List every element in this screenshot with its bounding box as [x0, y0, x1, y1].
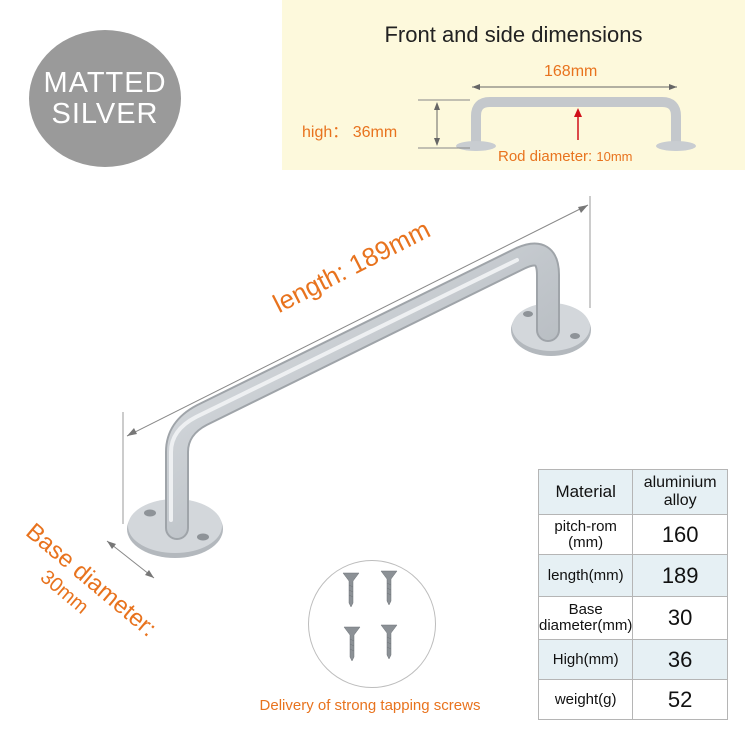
width-dimension-line — [472, 84, 677, 90]
spec-value: 160 — [632, 514, 728, 555]
screw-icon — [380, 570, 398, 606]
finish-badge: MATTED SILVER — [29, 30, 181, 167]
spec-key: Base diameter(mm) — [537, 596, 634, 640]
spec-value: aluminium alloy — [632, 469, 728, 515]
height-dimension-line — [418, 99, 470, 149]
spec-key: High(mm) — [537, 639, 634, 680]
screws-caption: Delivery of strong tapping screws — [259, 697, 481, 714]
screw-icon — [342, 572, 360, 608]
rod-diameter-value: 10mm — [596, 149, 633, 164]
length-dimension-line — [122, 196, 591, 524]
screws-icon — [342, 570, 398, 662]
front-view-handle — [456, 97, 696, 151]
finish-badge-line1: MATTED — [43, 66, 167, 99]
base-dimension-line — [106, 540, 155, 579]
spec-value: 36 — [632, 639, 728, 680]
rod-diameter-text: Rod diameter: — [498, 148, 597, 165]
screw-icon — [380, 624, 398, 660]
spec-key: weight(g) — [537, 679, 634, 720]
finish-badge-line2: SILVER — [51, 97, 159, 130]
handle-rod — [165, 242, 560, 540]
front-height-label: high： 36mm — [302, 124, 398, 141]
rod-diameter-arrow — [574, 108, 582, 140]
front-dimensions-title: Front and side dimensions — [384, 22, 643, 47]
spec-value: 189 — [632, 554, 728, 597]
rod-diameter-label: Rod diameter: 10mm — [498, 148, 633, 165]
table-row: pitch-rom (mm) 160 — [537, 514, 728, 555]
spec-key: Material — [537, 469, 634, 515]
spec-value: 52 — [632, 679, 728, 720]
spec-table: Material aluminium alloy pitch-rom (mm) … — [537, 469, 728, 720]
table-row: High(mm) 36 — [537, 639, 728, 680]
spec-key: length(mm) — [537, 554, 634, 597]
spec-key: pitch-rom (mm) — [537, 514, 634, 555]
screws-image — [308, 560, 436, 688]
front-dimensions-panel: Front and side dimensions 168mm high： 3 — [282, 0, 745, 170]
screw-icon — [343, 626, 361, 662]
front-width-label: 168mm — [544, 63, 598, 80]
table-row: Material aluminium alloy — [537, 469, 728, 515]
table-row: length(mm) 189 — [537, 554, 728, 597]
spec-value: 30 — [632, 596, 728, 640]
front-view-diagram — [418, 84, 696, 151]
table-row: Base diameter(mm) 30 — [537, 596, 728, 640]
table-row: weight(g) 52 — [537, 679, 728, 720]
